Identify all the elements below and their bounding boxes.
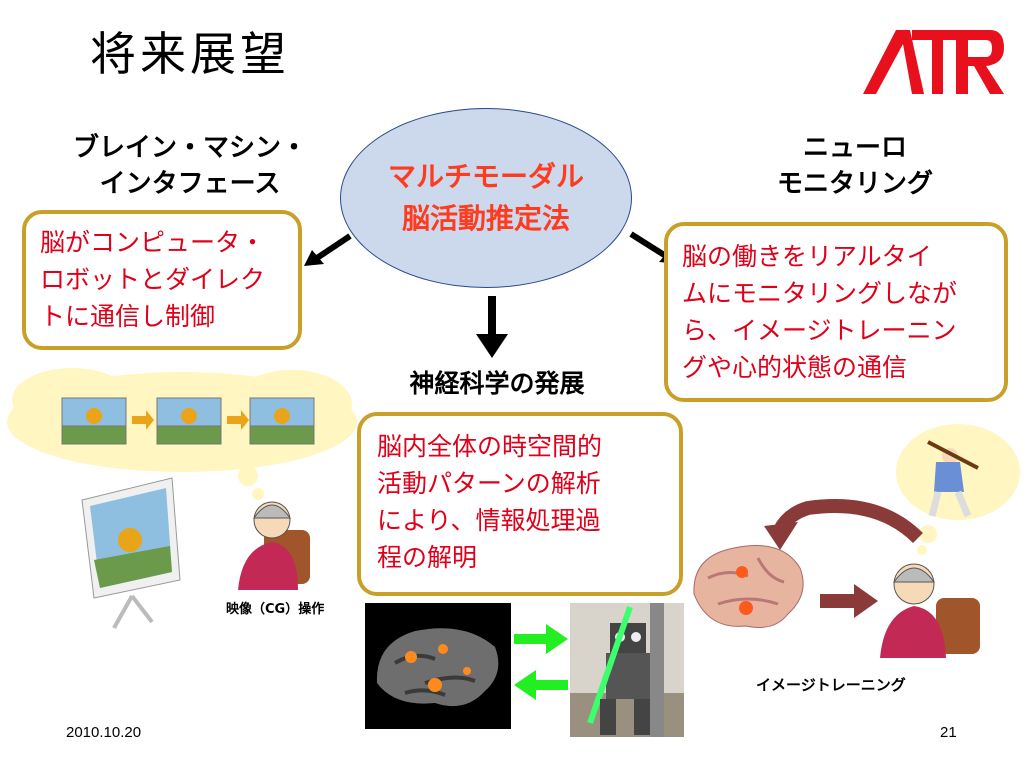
bottom-box-line: 活動パターンの解析 xyxy=(377,469,601,498)
dark-red-arrow-icon xyxy=(764,522,798,550)
bottom-box-line: 脳内全体の時空間的 xyxy=(377,432,603,461)
center-line1: マルチモーダル xyxy=(387,160,584,193)
image-training-illustration xyxy=(693,424,1020,658)
right-heading-line1: ニューロ xyxy=(802,133,907,163)
black-arrow-icon xyxy=(304,233,352,266)
left-box-line: ロボットとダイレク xyxy=(40,265,266,294)
bmi-illustration xyxy=(7,368,357,629)
bottom-text-box: 脳内全体の時空間的 活動パターンの解析 により、情報処理過 程の解明 xyxy=(357,412,683,596)
left-text-box: 脳がコンピュータ・ ロボットとダイレク トに通信し制御 xyxy=(22,210,302,350)
right-heading: ニューロ モニタリング xyxy=(735,130,975,202)
left-box-line: 脳がコンピュータ・ xyxy=(40,228,266,257)
bottom-box-line: により、情報処理過 xyxy=(377,506,601,535)
right-box-line: 脳の働きをリアルタイ xyxy=(682,242,932,271)
right-heading-line2: モニタリング xyxy=(776,169,933,199)
left-heading-line1: ブレイン・マシン・ xyxy=(72,133,307,163)
center-ellipse: マルチモーダル 脳活動推定法 xyxy=(340,108,632,288)
bottom-box-line: 程の解明 xyxy=(377,543,478,572)
bottom-heading: 神経科学の発展 xyxy=(409,369,585,398)
green-arrow-icon xyxy=(514,624,568,700)
brain-scan-image xyxy=(365,603,511,729)
left-caption: 映像（CG）操作 xyxy=(226,602,325,617)
slide-title: 将来展望 xyxy=(90,27,290,81)
dark-red-arrow-icon xyxy=(854,584,878,618)
right-box-line: ら、イメージトレーニン xyxy=(682,316,957,345)
left-heading-line2: インタフェース xyxy=(99,169,281,199)
left-box-line: トに通信し制御 xyxy=(40,302,216,331)
footer-date: 2010.10.20 xyxy=(66,724,142,741)
cg-frame xyxy=(61,397,315,445)
right-box-line: グや心的状態の通信 xyxy=(682,353,908,382)
left-heading: ブレイン・マシン・ インタフェース xyxy=(70,130,310,202)
black-arrow-icon xyxy=(476,296,508,358)
atr-logo xyxy=(863,30,1004,94)
footer-page-number: 21 xyxy=(940,724,957,741)
right-box-line: ムにモニタリングしなが xyxy=(682,279,958,308)
right-text-box: 脳の働きをリアルタイ ムにモニタリングしなが ら、イメージトレーニン グや心的状… xyxy=(664,222,1008,402)
robot-image xyxy=(570,603,684,737)
right-caption: イメージトレーニング xyxy=(756,676,906,694)
center-line2: 脳活動推定法 xyxy=(401,202,570,235)
